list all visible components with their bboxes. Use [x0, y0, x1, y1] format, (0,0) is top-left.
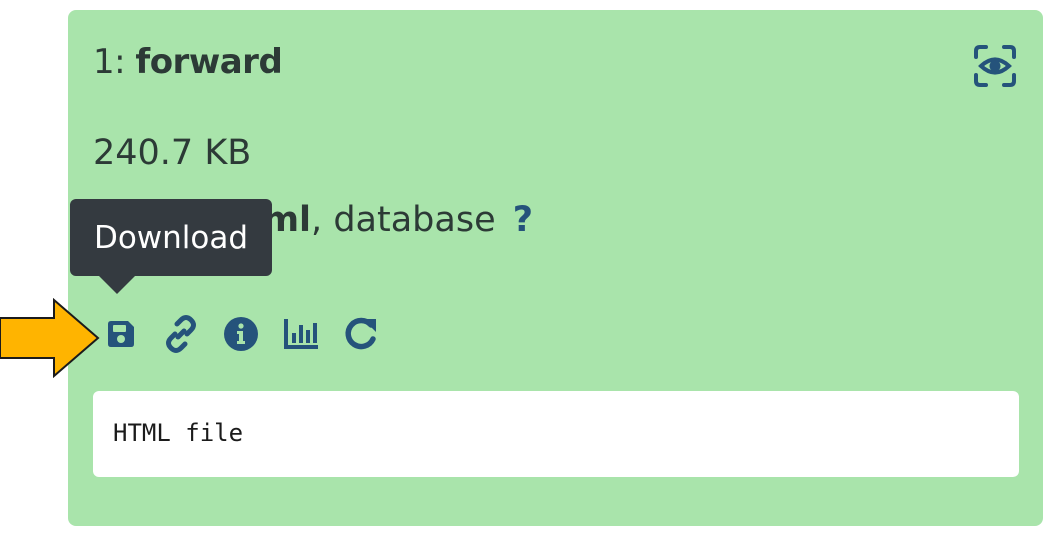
chart-icon	[284, 319, 318, 349]
info-icon	[224, 317, 258, 351]
tooltip-arrow	[99, 276, 135, 294]
visualize-button[interactable]	[282, 315, 320, 353]
dataset-name: forward	[135, 42, 283, 82]
eye-icon	[974, 45, 1016, 87]
redo-icon	[345, 317, 376, 350]
meta-separator: ,	[311, 200, 323, 240]
database-value[interactable]: ?	[512, 200, 534, 240]
pointer-arrow-icon	[0, 298, 100, 378]
database-label: database	[333, 200, 496, 240]
dataset-details-button[interactable]	[222, 315, 260, 353]
dataset-size: 240.7 KB	[93, 133, 252, 173]
download-tooltip: Download	[70, 199, 272, 276]
link-icon	[166, 315, 196, 353]
dataset-hid: 1:	[93, 42, 126, 82]
download-button[interactable]	[102, 315, 140, 353]
dataset-actions	[102, 315, 380, 353]
view-data-button[interactable]	[971, 42, 1019, 90]
copy-link-button[interactable]	[162, 315, 200, 353]
rerun-button[interactable]	[342, 315, 380, 353]
dataset-peek: HTML file	[93, 391, 1019, 477]
save-icon	[108, 321, 134, 347]
dataset-title[interactable]: 1: forward	[93, 42, 283, 82]
